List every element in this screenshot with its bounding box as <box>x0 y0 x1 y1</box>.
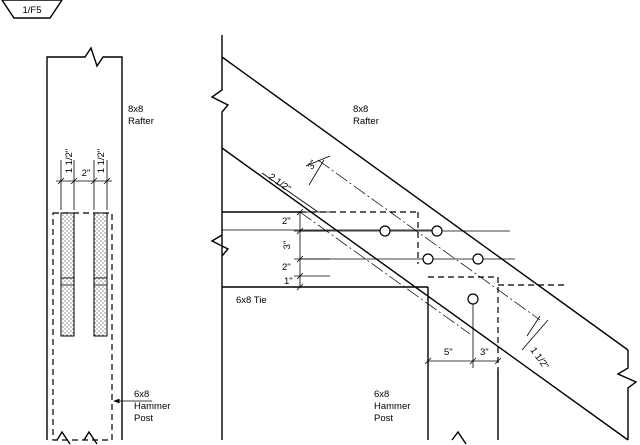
dim-plate-right: 1 1/2" <box>96 149 107 174</box>
dim-bolt-spacing: 3" <box>306 158 320 171</box>
dim-rafter-lower: 1 1/2" <box>528 345 551 371</box>
dim-tie-lower: 2" <box>282 262 291 273</box>
post-label-name: Post <box>134 413 153 424</box>
break-mark-bottom <box>83 430 98 445</box>
post-label-size: 6x8 <box>134 389 149 400</box>
dim-post-right: 3" <box>480 347 489 358</box>
post-label-type: Hammer <box>134 401 170 412</box>
steel-plate <box>93 212 108 337</box>
bolt <box>379 225 391 237</box>
post-break-mark <box>451 430 467 445</box>
bolt <box>472 253 484 265</box>
post-label-size: 6x8 <box>374 389 389 400</box>
left-view: 1 1/2" 2" 1 1/2" 8x8 Rafter 6x8 Hammer P… <box>46 46 170 445</box>
rafter-section-outline <box>46 46 123 440</box>
rafter-bottom-edge <box>221 147 629 441</box>
rafter-top-edge <box>221 56 629 351</box>
rafter-label-name: Rafter <box>353 116 379 127</box>
rafter-label-size: 8x8 <box>353 104 368 115</box>
bolt <box>422 253 434 265</box>
dim-tie-bottom: 1" <box>284 276 293 287</box>
steel-plate <box>60 212 75 337</box>
dim-plate-left: 1 1/2" <box>64 149 75 174</box>
tie-break-mark <box>210 234 230 257</box>
dim-tie-top: 2" <box>282 216 291 227</box>
right-view: 2" 3" 2" 1" 2 1/2" 3" 1 1/2" 5" 3" 8x8 R… <box>210 35 638 445</box>
hammer-post-hidden-outline <box>52 212 113 441</box>
break-mark-bottom <box>56 430 71 445</box>
dim-post-left: 5" <box>444 347 453 358</box>
tie-label: 6x8 Tie <box>236 295 267 306</box>
bolt <box>467 293 479 305</box>
dim-rafter-edge: 2 1/2" <box>266 172 292 195</box>
detail-tag-text: 1/F5 <box>22 5 41 16</box>
post-label-type: Hammer <box>374 401 410 412</box>
dim-gap: 2" <box>82 168 91 179</box>
rafter-label-name: Rafter <box>128 116 154 127</box>
post-label-name: Post <box>374 413 393 424</box>
rafter-end-break <box>616 350 638 440</box>
left-break-line <box>210 35 230 440</box>
dim-bolt-row: 3" <box>282 241 293 250</box>
bolt <box>431 225 443 237</box>
rafter-label-size: 8x8 <box>128 104 143 115</box>
detail-tag: 1/F5 <box>1 0 63 19</box>
